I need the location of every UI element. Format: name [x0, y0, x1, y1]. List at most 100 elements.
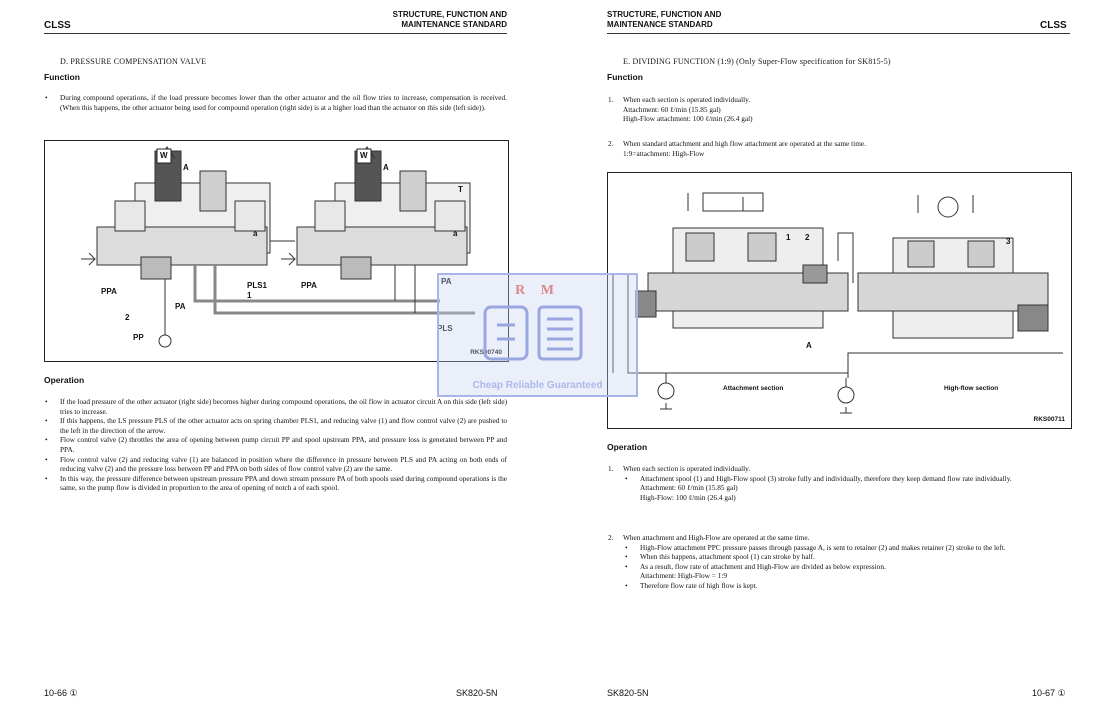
section-title: E. DIVIDING FUNCTION (1:9) (Only Super-F…	[623, 57, 891, 66]
label-W: W	[160, 151, 168, 160]
label-PPA: PPA	[101, 287, 117, 296]
label-a: a	[253, 229, 258, 238]
label-PA: PA	[441, 277, 452, 286]
item-number: 2.	[608, 139, 614, 148]
operation-bullet: • When this happens, attachment spool (1)…	[625, 552, 1070, 562]
function-heading: Function	[607, 72, 643, 82]
function-item-2: 2. When standard attachment and high flo…	[608, 139, 1063, 158]
watermark-logo-text: R M	[515, 283, 560, 298]
function-line: When each section is operated individual…	[623, 95, 751, 104]
footer-page-number: 10-66 ①	[44, 688, 78, 698]
watermark-manual-icon	[483, 305, 583, 361]
label-a: a	[453, 229, 458, 238]
header-code: CLSS	[44, 20, 71, 31]
operation-expression: Attachment: High-Flow = 1:9	[640, 571, 728, 581]
operation-bullet-text: When this happens, attachment spool (1) …	[640, 552, 815, 562]
operation-item: • If this happens, the LS pressure PLS of…	[45, 416, 507, 435]
label-PLS: PLS	[437, 324, 453, 333]
function-line: When standard attachment and high flow a…	[623, 139, 866, 148]
label-reducing-valve-1: 1	[247, 291, 252, 300]
operation-item-1: 1. When each section is operated individ…	[608, 464, 1070, 503]
footer-model: SK820-5N	[456, 688, 498, 698]
dividing-function-diagram: 1 2 3 A Attachment section High-flow sec…	[607, 172, 1072, 429]
header-rule	[44, 33, 507, 34]
operation-bullet-text: As a result, flow rate of attachment and…	[640, 561, 886, 571]
watermark-slogan: Cheap Reliable Guaranteed	[472, 380, 603, 391]
header-title-line-1: STRUCTURE, FUNCTION AND	[607, 10, 722, 19]
operation-bullet: • Attachment spool (1) and High-Flow spo…	[625, 473, 1070, 503]
section-title: D. PRESSURE COMPENSATION VALVE	[60, 57, 207, 66]
bullet-dot: •	[45, 435, 48, 445]
header-title: STRUCTURE, FUNCTION AND MAINTENANCE STAN…	[300, 10, 507, 30]
function-line: 1:9=attachment: High-Flow	[623, 148, 705, 158]
operation-item-text: Flow control valve (2) and reducing valv…	[60, 454, 507, 474]
operation-bullet-text: Attachment spool (1) and High-Flow spool…	[640, 473, 1012, 483]
operation-item-text: If the load pressure of the other actuat…	[60, 397, 507, 416]
label-W: W	[360, 151, 368, 160]
header-title-line-1: STRUCTURE, FUNCTION AND	[392, 10, 507, 19]
item-number: 1.	[608, 464, 614, 473]
header-title-line-2: MAINTENANCE STANDARD	[607, 20, 713, 29]
operation-bullet-text: Therefore flow rate of high flow is kept…	[640, 580, 758, 590]
function-item-1: 1. When each section is operated individ…	[608, 95, 1063, 124]
operation-bullet: • High-Flow attachment PPC pressure passe…	[625, 542, 1070, 553]
left-page: CLSS STRUCTURE, FUNCTION AND MAINTENANCE…	[0, 0, 559, 724]
label-flow-control-valve-2: 2	[125, 313, 130, 322]
function-text: • During compound operations, if the loa…	[45, 93, 507, 112]
item-number: 2.	[608, 533, 614, 542]
operation-bullet: • As a result, flow rate of attachment an…	[625, 561, 1070, 581]
label-T: T	[458, 185, 463, 194]
footer-model: SK820-5N	[607, 688, 649, 698]
function-line: Attachment: 60 ℓ/min (15.85 gal)	[623, 104, 721, 114]
operation-list: • If the load pressure of the other actua…	[45, 397, 507, 493]
bullet-dot: •	[625, 580, 628, 590]
label-PPA: PPA	[301, 281, 317, 290]
pressure-compensation-diagram: W W A A T a a PPA PPA PA PA PLS1 PLS 1 2…	[44, 140, 509, 362]
bullet-dot: •	[45, 416, 48, 426]
operation-item: • Flow control valve (2) throttles the ar…	[45, 435, 507, 454]
figure-code: RKS00711	[1033, 416, 1065, 423]
label-attachment-spool-1: 1	[786, 233, 791, 242]
header-title-line-2: MAINTENANCE STANDARD	[401, 20, 507, 29]
label-passage-A: A	[806, 341, 812, 350]
operation-heading: Operation	[44, 375, 85, 385]
operation-bullet-line: High-Flow: 100 ℓ/min (26.4 gal)	[640, 492, 736, 502]
bullet-dot: •	[625, 561, 628, 571]
label-PP: PP	[133, 333, 144, 342]
operation-item: •Flow control valve (2) and reducing val…	[45, 454, 507, 474]
bullet-dot: •	[625, 473, 628, 483]
right-page: STRUCTURE, FUNCTION AND MAINTENANCE STAN…	[560, 0, 1119, 724]
header-title: STRUCTURE, FUNCTION AND MAINTENANCE STAN…	[607, 10, 721, 30]
function-text-body: During compound operations, if the load …	[60, 93, 507, 112]
operation-item-text: If this happens, the LS pressure PLS of …	[60, 416, 507, 435]
label-A: A	[383, 163, 389, 172]
bullet-dot: •	[625, 552, 628, 562]
footer-page-number: 10-67 ①	[1032, 688, 1066, 698]
label-high-flow-spool-3: 3	[1006, 237, 1011, 246]
operation-item: •In this way, the pressure difference be…	[45, 473, 507, 493]
operation-item-2: 2. When attachment and High-Flow are ope…	[608, 533, 1070, 591]
operation-item-title: When each section is operated individual…	[623, 464, 751, 473]
bullet-dot: •	[45, 397, 48, 406]
operation-heading: Operation	[607, 442, 648, 452]
label-PA: PA	[175, 302, 186, 311]
label-retainer-2: 2	[805, 233, 810, 242]
item-number: 1.	[608, 95, 614, 104]
operation-item-title: When attachment and High-Flow are operat…	[623, 533, 810, 542]
operation-item-text: In this way, the pressure difference bet…	[60, 473, 507, 493]
bullet-dot: •	[45, 93, 48, 102]
valve-sections-schematic	[612, 192, 1063, 414]
operation-item: • If the load pressure of the other actua…	[45, 397, 507, 416]
watermark: R M Cheap Reliable Guaranteed	[437, 273, 638, 397]
operation-bullet-line: Attachment: 60 ℓ/min (15.85 gal)	[640, 483, 738, 493]
function-heading: Function	[44, 72, 80, 82]
label-high-flow-section: High-flow section	[944, 385, 999, 392]
operation-bullet-text: High-Flow attachment PPC pressure passes…	[640, 542, 1006, 552]
header-rule	[607, 33, 1070, 34]
operation-item-text: Flow control valve (2) throttles the are…	[60, 435, 507, 454]
label-attachment-section: Attachment section	[723, 385, 784, 392]
operation-bullet: • Therefore flow rate of high flow is kep…	[625, 580, 1070, 591]
label-PLS1: PLS1	[247, 281, 268, 290]
bullet-dot: •	[625, 542, 628, 552]
label-A: A	[183, 163, 189, 172]
